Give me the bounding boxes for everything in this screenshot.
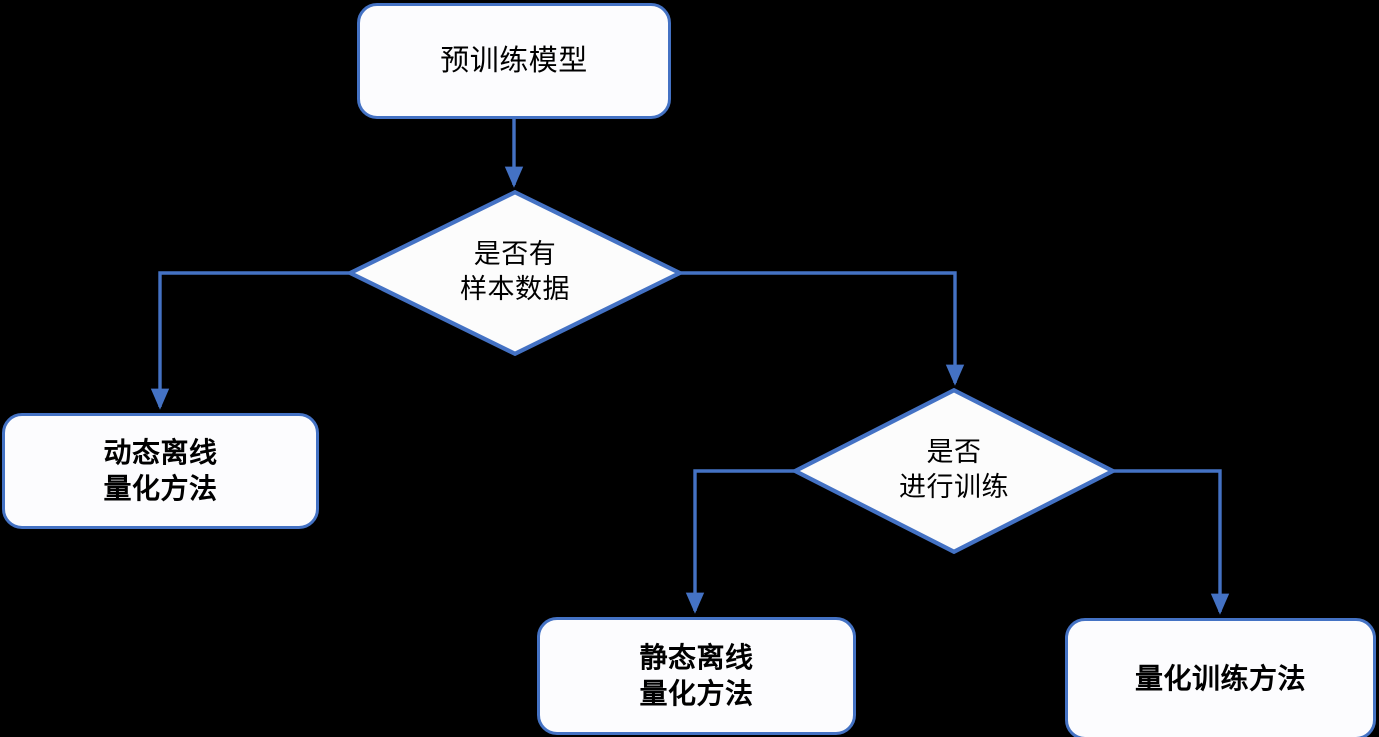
edge-decision2-to-static <box>685 469 794 614</box>
node-whether-train-label: 是否 进行训练 <box>899 437 1009 503</box>
edge-decision1-to-decision2 <box>681 271 965 386</box>
diamond-shape-has-sample-data <box>348 190 682 356</box>
node-static-offline-label: 静态离线 量化方法 <box>639 641 754 710</box>
node-whether-train[interactable]: 是否 进行训练 <box>793 388 1115 554</box>
node-static-offline[interactable]: 静态离线 量化方法 <box>537 617 856 735</box>
node-quant-training[interactable]: 量化训练方法 <box>1065 618 1376 737</box>
node-has-sample-data[interactable]: 是否有 样本数据 <box>348 190 682 356</box>
edge-decision1-to-dynamic <box>150 271 349 410</box>
diamond-shape-whether-train <box>793 388 1115 554</box>
node-dynamic-offline[interactable]: 动态离线 量化方法 <box>2 413 319 529</box>
node-dynamic-offline-label: 动态离线 量化方法 <box>103 436 218 505</box>
edge-decision2-to-quant <box>1114 469 1230 615</box>
node-quant-training-label: 量化训练方法 <box>1134 662 1306 696</box>
node-pretrained-model[interactable]: 预训练模型 <box>357 3 671 119</box>
node-pretrained-model-label: 预训练模型 <box>440 43 588 78</box>
node-has-sample-data-label: 是否有 样本数据 <box>460 239 570 305</box>
